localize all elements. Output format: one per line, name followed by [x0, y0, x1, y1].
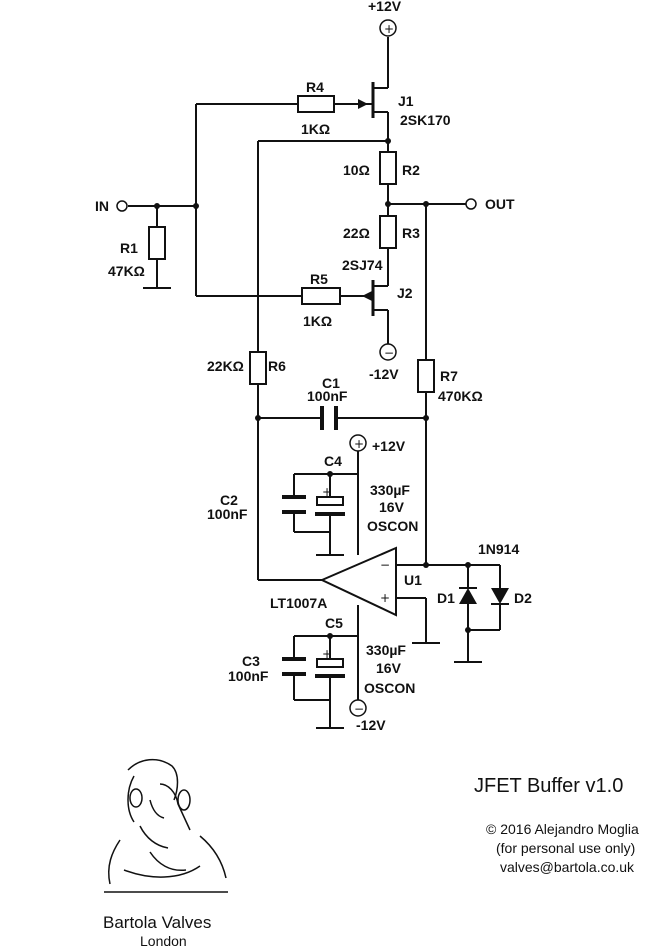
- svg-text:OSCON: OSCON: [364, 680, 415, 696]
- svg-text:R1: R1: [120, 240, 138, 256]
- svg-text:100nF: 100nF: [207, 506, 248, 522]
- svg-text:C4: C4: [324, 453, 342, 469]
- resistor-r3: 22Ω R3: [343, 215, 420, 249]
- license: (for personal use only): [496, 840, 635, 856]
- svg-text:16V: 16V: [376, 660, 402, 676]
- svg-text:C2: C2: [220, 492, 238, 508]
- brand-name: Bartola Valves: [103, 913, 211, 932]
- capacitor-c1: C1 100nF: [307, 375, 348, 430]
- svg-text:J1: J1: [398, 93, 414, 109]
- svg-text:+: +: [322, 647, 332, 661]
- resistor-r1: R1 47KΩ: [108, 226, 166, 279]
- out-label: OUT: [485, 196, 515, 212]
- svg-text:+: +: [380, 591, 390, 605]
- svg-text:D1: D1: [437, 590, 455, 606]
- resistor-r2: 10Ω R2: [343, 151, 420, 185]
- opamp-pos-supply-label: +12V: [372, 438, 406, 454]
- svg-text:LT1007A: LT1007A: [270, 595, 327, 611]
- resistor-r6: 22KΩ R6: [207, 351, 286, 385]
- svg-text:1KΩ: 1KΩ: [301, 121, 330, 137]
- capacitor-c2: C2 100nF: [207, 492, 306, 522]
- j2-supply: − -12V: [369, 343, 399, 382]
- svg-text:OSCON: OSCON: [367, 518, 418, 534]
- wires: [128, 37, 501, 729]
- svg-text:R3: R3: [402, 225, 420, 241]
- resistor-r7: R7 470KΩ: [417, 359, 483, 404]
- in-label: IN: [95, 198, 109, 214]
- svg-text:1KΩ: 1KΩ: [303, 313, 332, 329]
- svg-text:C3: C3: [242, 653, 260, 669]
- svg-text:−: −: [354, 702, 364, 716]
- opamp-neg-supply-label: -12V: [356, 717, 386, 733]
- resistor-r5: R5 1KΩ: [301, 271, 341, 329]
- svg-text:R4: R4: [306, 79, 324, 95]
- capacitor-c4: + C4 330µF 16V OSCON: [315, 453, 418, 534]
- svg-text:C5: C5: [325, 615, 343, 631]
- svg-text:−: −: [384, 346, 394, 360]
- capacitor-c5: + C5 330µF 16V OSCON: [315, 615, 415, 696]
- svg-text:22Ω: 22Ω: [343, 225, 370, 241]
- svg-text:R7: R7: [440, 368, 458, 384]
- footer: JFET Buffer v1.0 © 2016 Alejandro Moglia…: [103, 775, 639, 949]
- svg-text:+: +: [384, 22, 394, 36]
- diode-part-label: 1N914: [478, 541, 519, 557]
- svg-text:100nF: 100nF: [307, 388, 348, 404]
- opamp-neg-supply: − -12V: [349, 699, 386, 733]
- opamp-pos-supply: + +12V: [349, 434, 406, 454]
- j2-supply-label: -12V: [369, 366, 399, 382]
- svg-text:−: −: [380, 558, 390, 572]
- svg-text:16V: 16V: [379, 499, 405, 515]
- copyright: © 2016 Alejandro Moglia: [486, 821, 639, 837]
- resistor-r4: R4 1KΩ: [297, 79, 335, 137]
- svg-text:C1: C1: [322, 375, 340, 391]
- capacitor-c3: C3 100nF: [228, 653, 306, 684]
- top-supply: + +12V: [368, 0, 402, 37]
- svg-text:U1: U1: [404, 572, 422, 588]
- svg-text:R6: R6: [268, 358, 286, 374]
- jfet-j1: J1 2SK170: [358, 82, 451, 128]
- brand-city: London: [140, 933, 187, 949]
- diode-d1: D1: [437, 587, 477, 606]
- svg-text:330µF: 330µF: [370, 482, 410, 498]
- svg-text:2SJ74: 2SJ74: [342, 257, 383, 273]
- svg-text:D2: D2: [514, 590, 532, 606]
- jfet-j2: J2 2SJ74: [342, 257, 413, 316]
- opamp-u1: − + U1 LT1007A: [270, 546, 422, 617]
- top-supply-label: +12V: [368, 0, 402, 14]
- in-terminal: IN: [95, 198, 128, 214]
- svg-text:R2: R2: [402, 162, 420, 178]
- svg-text:10Ω: 10Ω: [343, 162, 370, 178]
- diagram-title: JFET Buffer v1.0: [474, 775, 623, 797]
- svg-text:100nF: 100nF: [228, 668, 269, 684]
- out-terminal: OUT: [465, 196, 515, 212]
- email: valves@bartola.co.uk: [500, 859, 635, 875]
- diode-d2: D2: [491, 588, 532, 606]
- svg-text:22KΩ: 22KΩ: [207, 358, 244, 374]
- svg-text:330µF: 330µF: [366, 642, 406, 658]
- svg-text:+: +: [354, 437, 364, 451]
- svg-text:R5: R5: [310, 271, 328, 287]
- svg-text:+: +: [322, 485, 332, 499]
- svg-text:47KΩ: 47KΩ: [108, 263, 145, 279]
- bartola-logo-sketch: [104, 758, 228, 893]
- junction-dots: [154, 138, 471, 639]
- svg-text:470KΩ: 470KΩ: [438, 388, 483, 404]
- svg-text:2SK170: 2SK170: [400, 112, 451, 128]
- svg-text:J2: J2: [397, 285, 413, 301]
